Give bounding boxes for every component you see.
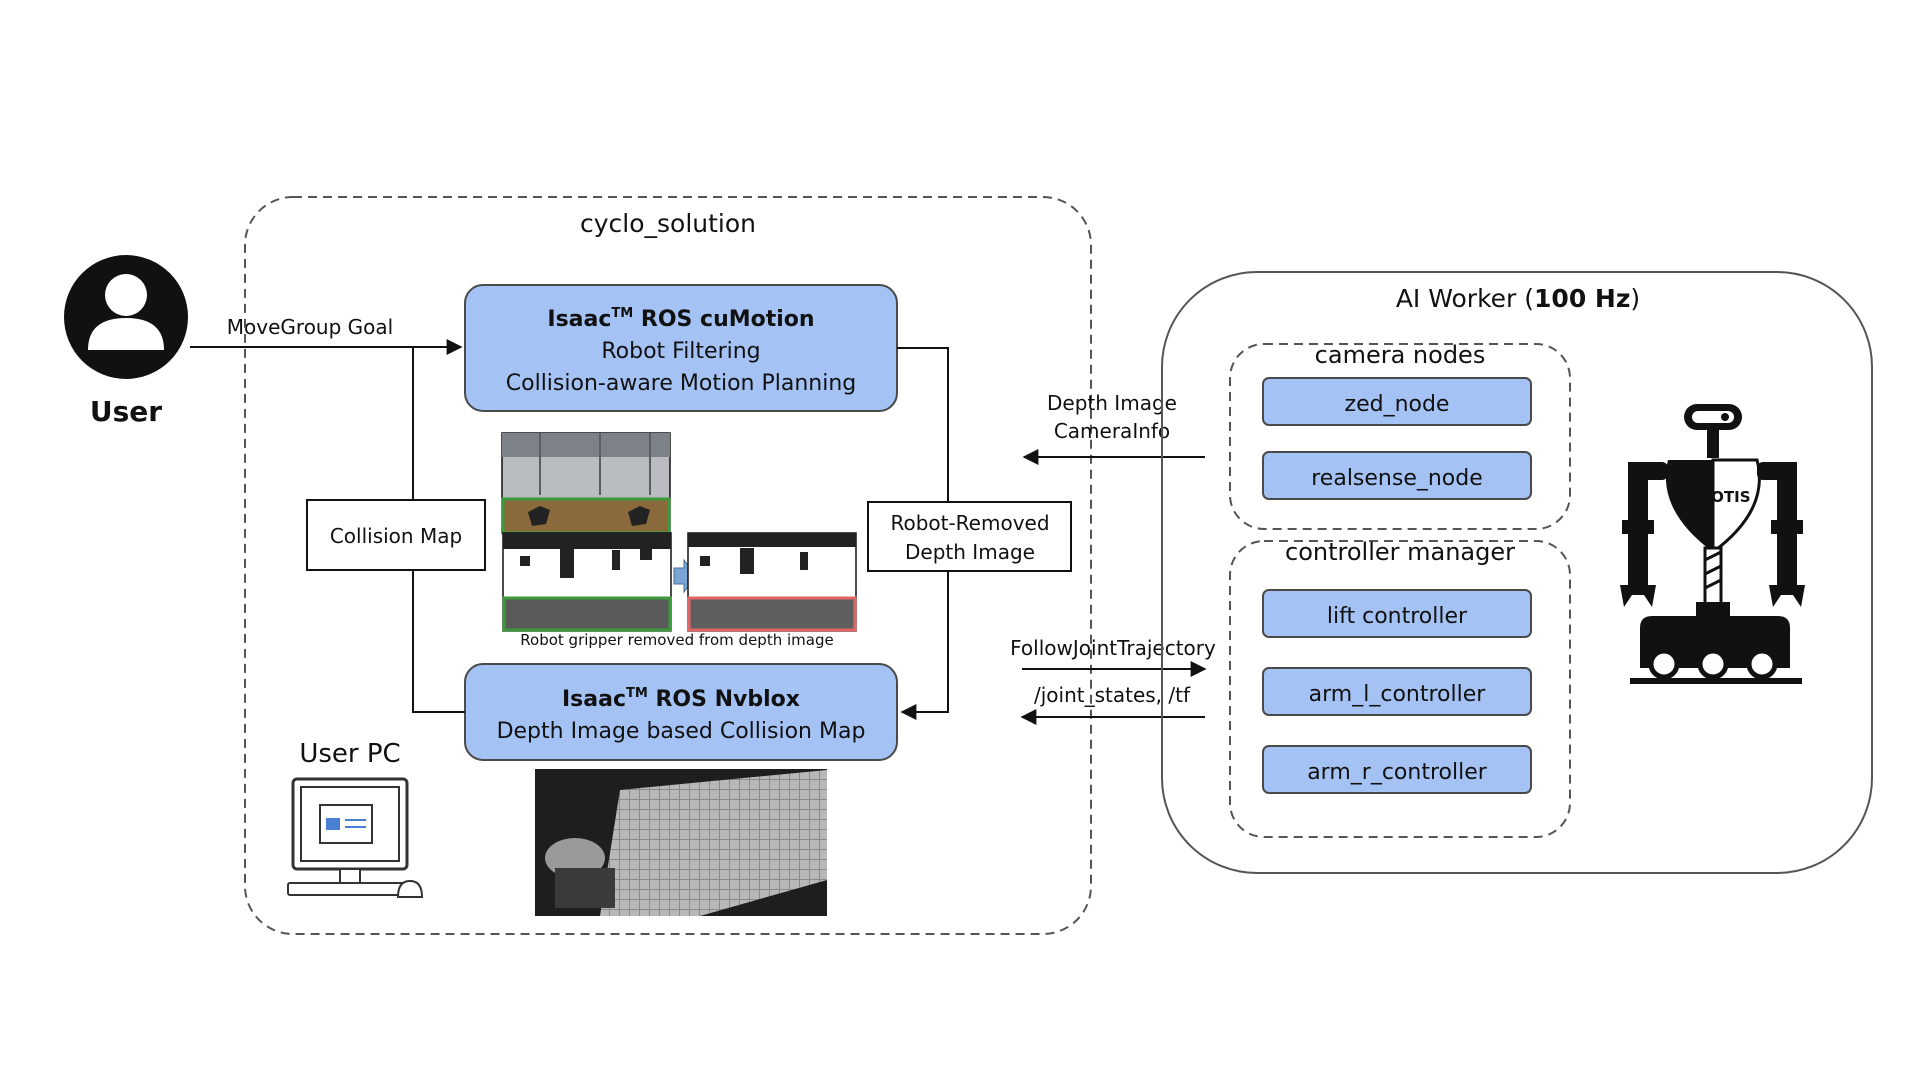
ai-worker-title-bold: 100 Hz (1534, 284, 1630, 313)
user-avatar-icon (64, 255, 188, 379)
follow-joint-trajectory-label: FollowJointTrajectory (1010, 636, 1216, 660)
controller-node-label: arm_r_controller (1307, 760, 1488, 785)
nvblox-title-suffix: ROS Nvblox (648, 687, 800, 712)
robot-icon: ROBOTIS (1620, 404, 1805, 684)
controller-manager-title: controller manager (1285, 538, 1515, 566)
cumotion-title-tm: TM (611, 306, 633, 321)
collision-map-label: Collision Map (330, 524, 462, 548)
cumotion-node: IsaacTM ROS cuMotion Robot Filtering Col… (464, 284, 898, 412)
robot-logo-text: ROBOTIS (1675, 488, 1750, 506)
user-label: User (90, 395, 162, 428)
image-caption: Robot gripper removed from depth image (520, 631, 833, 649)
voxel-map-image (535, 769, 827, 916)
nvblox-node: IsaacTM ROS Nvblox Depth Image based Col… (464, 663, 898, 761)
camera-node: zed_node (1262, 377, 1532, 426)
depth-image-raw (502, 532, 672, 632)
cumotion-line2: Collision-aware Motion Planning (506, 371, 856, 396)
controller-node-label: arm_l_controller (1309, 682, 1487, 707)
camera-node-label: zed_node (1345, 392, 1450, 417)
user-pc-label: User PC (299, 739, 400, 769)
ai-worker-title-suffix: ) (1630, 284, 1640, 313)
controller-node: arm_r_controller (1262, 745, 1532, 794)
controller-node-label: lift controller (1327, 604, 1468, 629)
robot-removed-line2: Depth Image (905, 540, 1035, 564)
cumotion-title-suffix: ROS cuMotion (633, 307, 814, 332)
depth-image-filtered (687, 532, 857, 632)
desktop-computer-icon (287, 777, 424, 898)
ai-worker-title-prefix: AI Worker ( (1396, 284, 1534, 313)
controller-node: arm_l_controller (1262, 667, 1532, 716)
cyclo-solution-group (244, 196, 1092, 935)
cumotion-line1: Robot Filtering (601, 339, 760, 364)
svg-text:IsaacTM ROS cuMotion: IsaacTM ROS cuMotion (547, 306, 814, 332)
movegroup-goal-label: MoveGroup Goal (227, 315, 393, 339)
camera-nodes-group (1229, 343, 1571, 530)
nvblox-title-tm: TM (626, 686, 648, 701)
svg-text:AI Worker (100 Hz): AI Worker (100 Hz) (1396, 284, 1640, 313)
robot-removed-box: Robot-Removed Depth Image (867, 501, 1072, 572)
collision-map-connector (412, 347, 465, 713)
controller-manager-group (1229, 540, 1571, 838)
camera-rgb-image (501, 432, 671, 535)
cumotion-title-prefix: Isaac (547, 307, 611, 332)
cyclo-solution-title: cyclo_solution (580, 209, 756, 238)
camera-info-label: CameraInfo (1054, 419, 1170, 443)
robot-removed-line1: Robot-Removed (890, 511, 1049, 535)
controller-node: lift controller (1262, 589, 1532, 638)
collision-map-box: Collision Map (306, 499, 486, 571)
joint-states-label: /joint_states, /tf (1034, 683, 1191, 707)
depth-image-label: Depth Image (1047, 391, 1177, 415)
camera-nodes-title: camera nodes (1315, 341, 1486, 369)
nvblox-line1: Depth Image based Collision Map (497, 719, 866, 744)
svg-text:IsaacTM ROS Nvblox: IsaacTM ROS Nvblox (562, 686, 800, 712)
camera-node-label: realsense_node (1311, 466, 1483, 491)
ai-worker-group (1161, 271, 1873, 874)
nvblox-title-prefix: Isaac (562, 687, 626, 712)
camera-node: realsense_node (1262, 451, 1532, 500)
